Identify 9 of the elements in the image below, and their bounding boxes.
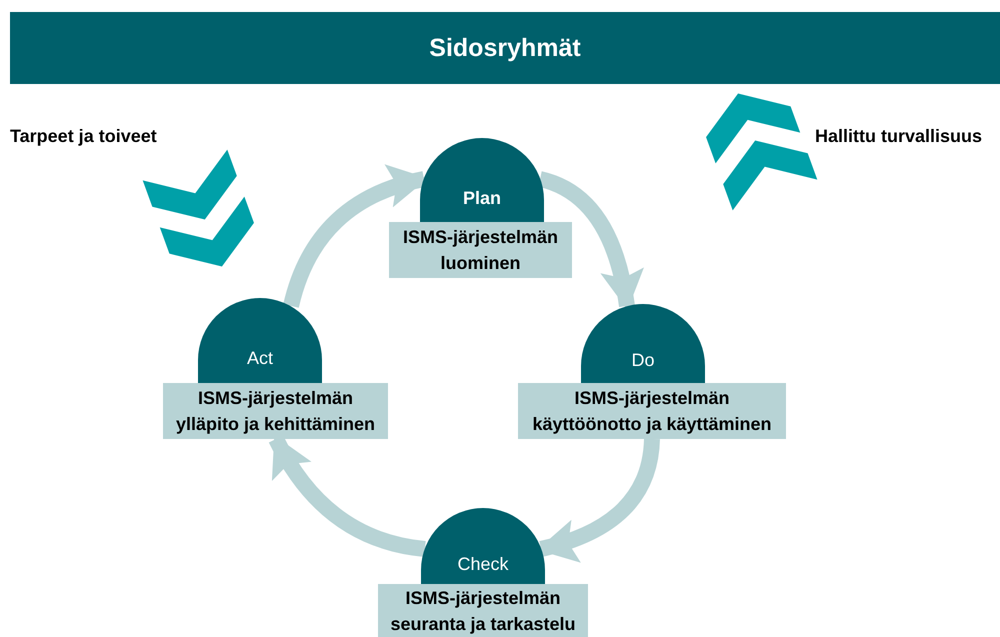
input-label: Tarpeet ja toiveet [10, 126, 157, 147]
cycle-arrow [537, 438, 660, 562]
phase-box: ISMS-järjestelmän seuranta ja tarkastelu [378, 584, 588, 637]
title-banner: Sidosryhmät [10, 12, 1000, 84]
output-label: Hallittu turvallisuus [815, 126, 982, 147]
cycle-arrow [538, 171, 643, 310]
phase-box: ISMS-järjestelmän ylläpito ja kehittäminen [163, 383, 388, 439]
phase-box: ISMS-järjestelmän luominen [389, 222, 572, 278]
phase-box: ISMS-järjestelmän käyttöönotto ja käyttäminen [518, 383, 786, 439]
